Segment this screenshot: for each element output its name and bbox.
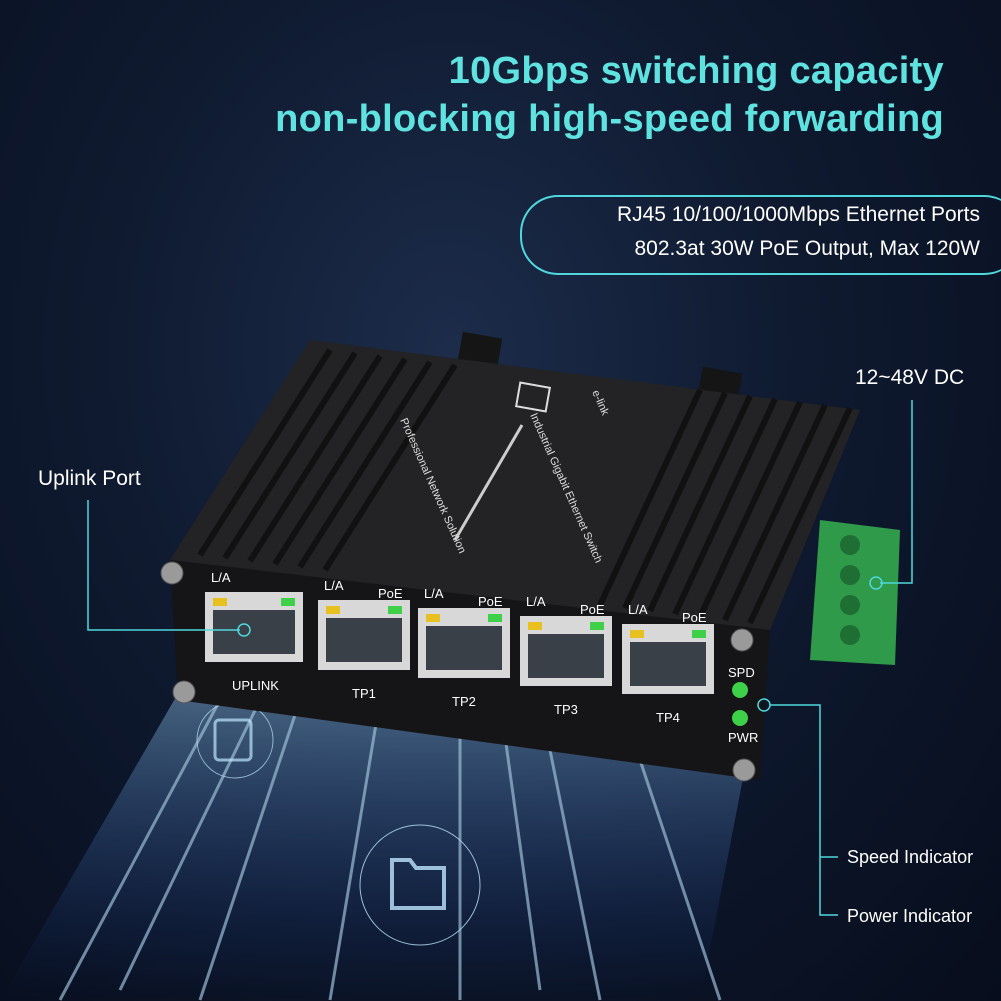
port-socket [630, 642, 706, 686]
la-led [630, 630, 644, 638]
port-name: UPLINK [232, 678, 279, 693]
uplink-port-label: Uplink Port [38, 467, 141, 490]
power-input-label: 12~48V DC [855, 366, 965, 389]
port-name: TP1 [352, 686, 376, 701]
port-name: TP3 [554, 702, 578, 717]
light-beams [0, 690, 760, 1001]
spec-box: RJ45 10/100/1000Mbps Ethernet Ports 802.… [520, 195, 1001, 275]
callout-lines [87, 400, 913, 916]
heat-fins [197, 348, 853, 625]
poe-label: PoE [378, 586, 403, 601]
poe-led [488, 614, 502, 622]
spd-led [732, 682, 748, 698]
la-led [326, 606, 340, 614]
dc-terminal-block [810, 520, 900, 665]
pwr-label: PWR [728, 730, 758, 745]
port-socket [213, 610, 295, 654]
poe-led [590, 622, 604, 630]
poe-led [281, 598, 295, 606]
la-led [528, 622, 542, 630]
pwr-led [732, 710, 748, 726]
la-label: L/A [424, 586, 444, 601]
headline-line1: 10Gbps switching capacity [448, 50, 944, 92]
poe-label: PoE [478, 594, 503, 609]
port-name: TP4 [656, 710, 680, 725]
screws [160, 561, 756, 782]
la-label: L/A [211, 570, 231, 585]
headline-line2: non-blocking high-speed forwarding [275, 98, 944, 140]
port-socket [426, 626, 502, 670]
speed-indicator-label: Speed Indicator [847, 847, 974, 867]
la-label: L/A [324, 578, 344, 593]
folder-icon [359, 824, 481, 946]
poe-label: PoE [682, 610, 707, 625]
spec-line1: RJ45 10/100/1000Mbps Ethernet Ports [616, 203, 980, 226]
la-label: L/A [526, 594, 546, 609]
ports: L/A UPLINK L/A PoE TP1 L/A PoE TP2 L/A PoE TP3 L/A P… [205, 570, 714, 725]
poe-led [692, 630, 706, 638]
la-label: L/A [628, 602, 648, 617]
port-name: TP2 [452, 694, 476, 709]
poe-label: PoE [580, 602, 605, 617]
spd-label: SPD [728, 665, 755, 680]
poe-led [388, 606, 402, 614]
power-indicator-label: Power Indicator [847, 906, 973, 926]
la-led [213, 598, 227, 606]
port-socket [326, 618, 402, 662]
port-socket [528, 634, 604, 678]
la-led [426, 614, 440, 622]
spec-line2: 802.3at 30W PoE Output, Max 120W [634, 237, 980, 260]
